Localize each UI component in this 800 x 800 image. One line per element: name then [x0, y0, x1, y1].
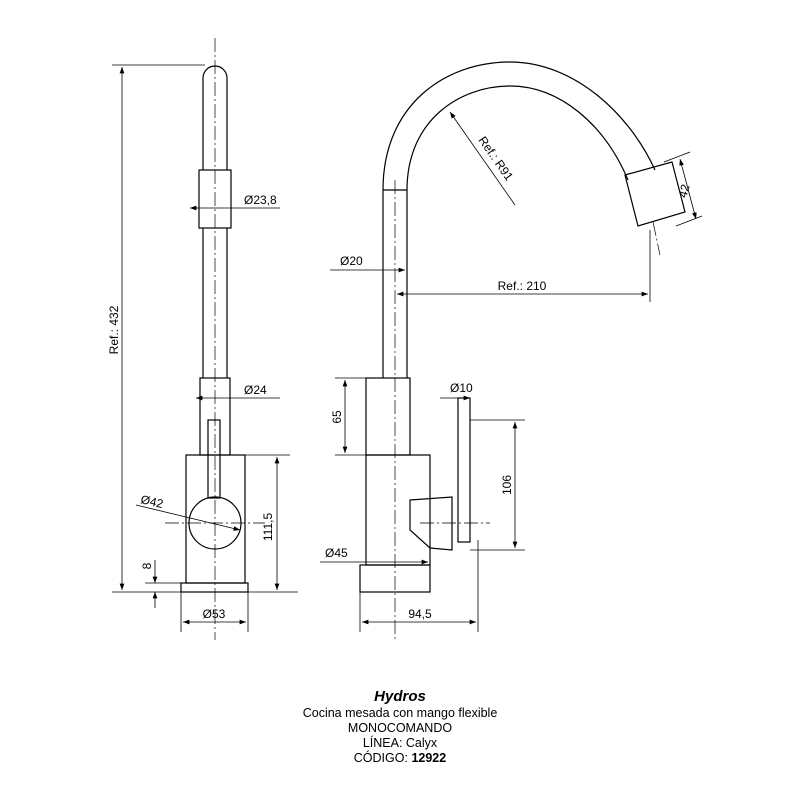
dim-reach: Ref.: 210 [498, 279, 547, 293]
handle-block [409, 496, 453, 551]
dim-lever-height: 106 [500, 475, 514, 495]
dim-tube-top: Ø23,8 [244, 193, 277, 207]
dim-handle: Ø42 [139, 492, 165, 511]
dim-tube-low: Ø24 [244, 383, 267, 397]
lever [207, 419, 221, 499]
spout-collar [198, 169, 232, 229]
lever [457, 397, 471, 543]
body [365, 454, 431, 566]
spout-inner [406, 85, 629, 191]
collar [365, 377, 411, 456]
side-view: Ref.: R91 42 Ø20 Ref.: 210 65 Ø10 106 Ø4… [320, 61, 703, 640]
dim-body: Ø45 [325, 546, 348, 560]
product-type: MONOCOMANDO [347, 721, 453, 735]
dim-head: 42 [676, 182, 693, 199]
dim-base-thick: 8 [140, 562, 154, 569]
dim-radius: Ref.: R91 [476, 134, 517, 184]
spout-outer [382, 61, 656, 191]
brand-name: Hydros [374, 688, 426, 705]
base [180, 582, 249, 593]
dim-base-dia: Ø53 [203, 607, 226, 621]
description: Cocina mesada con mango flexible [302, 706, 498, 720]
product-line: LÍNEA: Calyx [0, 736, 800, 751]
code-value: 12922 [411, 751, 447, 765]
dim-depth: 94,5 [408, 607, 432, 621]
dim-lever: Ø10 [450, 381, 473, 395]
title-block: Hydros Cocina mesada con mango flexible … [0, 688, 800, 766]
product-code: CÓDIGO: 12922 [0, 751, 800, 766]
line-value: Calyx [405, 736, 438, 750]
dim-body-height: 111,5 [261, 513, 275, 542]
spout-tip [202, 65, 228, 170]
dim-collar: 65 [330, 410, 344, 424]
front-view: Ref.: 432 Ø23,8 Ø24 Ø42 111,5 8 Ø53 [107, 38, 298, 640]
line-label: LÍNEA: [362, 736, 403, 750]
code-label: CÓDIGO: [353, 751, 408, 765]
dim-height: Ref.: 432 [107, 305, 121, 354]
dim-tube: Ø20 [340, 254, 363, 268]
